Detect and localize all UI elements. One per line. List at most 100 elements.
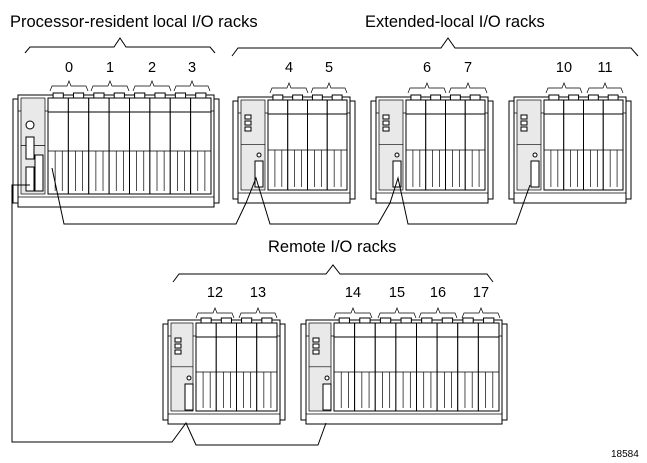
rack-extended-local-6-7 [370, 94, 494, 204]
slot-latch [374, 322, 397, 338]
rack-number-14: 14 [345, 285, 361, 301]
adapter-screw [256, 152, 262, 158]
status-led [382, 120, 390, 126]
processor-port [25, 136, 35, 160]
brace-processor-resident [24, 37, 216, 54]
slot-clip [272, 94, 284, 101]
status-led [244, 126, 252, 132]
slot-clip [52, 92, 64, 99]
slot-clip [587, 94, 599, 101]
slot-latch [108, 97, 130, 113]
slot-latch [190, 97, 212, 113]
slot-clip [400, 317, 412, 324]
io-module [47, 111, 69, 195]
status-led [520, 120, 528, 126]
slot-latch [395, 322, 417, 338]
slot-clip [548, 94, 560, 101]
io-module [267, 113, 289, 191]
status-led [312, 337, 320, 343]
status-led [312, 343, 320, 349]
adapter-connector [322, 383, 332, 411]
slot-clip [607, 94, 619, 101]
slot-latch [169, 97, 192, 113]
slot-latch [267, 99, 289, 115]
slot-latch [445, 99, 466, 115]
slot-latch [67, 97, 90, 113]
status-led [520, 114, 528, 120]
rack-number-16: 16 [430, 285, 446, 301]
rack-number-2: 2 [148, 60, 156, 76]
slot-clip [421, 317, 433, 324]
rack-number-15: 15 [389, 285, 405, 301]
io-module [307, 113, 328, 191]
io-module [425, 113, 446, 191]
rack-extended-local-10-11 [508, 94, 632, 204]
adapter-screw [532, 152, 538, 158]
slot-clip [154, 92, 166, 99]
rack-number-0: 0 [65, 60, 73, 76]
io-module [169, 111, 192, 195]
slot-clip [483, 317, 495, 324]
slot-latch [326, 99, 348, 115]
status-led [244, 114, 252, 120]
slot-clip [379, 317, 392, 324]
slot-latch [436, 322, 459, 338]
io-module [464, 113, 486, 191]
adapter-connector [184, 383, 194, 411]
adapter-connector [392, 160, 402, 188]
cable-extended-local-chain [51, 167, 531, 225]
slot-latch [88, 97, 110, 113]
adapter-screw [394, 152, 400, 158]
rack-flange-left [162, 323, 169, 421]
rack-number-6: 6 [423, 60, 431, 76]
slot-latch [215, 322, 237, 338]
slot-latch [477, 322, 500, 338]
rack-flange-left [300, 323, 307, 421]
status-led [520, 126, 528, 132]
status-led [244, 120, 252, 126]
slot-latch [149, 97, 171, 113]
group-label-extended-local: Extended-local I/O racks [365, 13, 545, 31]
slot-clip [430, 94, 442, 101]
rack-remote-12-13 [162, 317, 286, 425]
rack-number-7: 7 [464, 60, 472, 76]
io-module [543, 113, 565, 191]
slot-latch [47, 97, 69, 113]
status-led [382, 126, 390, 132]
rack-number-11: 11 [597, 60, 612, 76]
slot-clip [410, 94, 422, 101]
adapter-screw [324, 375, 330, 381]
slot-clip [113, 92, 125, 99]
io-module [354, 336, 376, 412]
slot-braces [49, 80, 624, 319]
adapter-connector [530, 160, 540, 188]
slot-latch [563, 99, 584, 115]
io-module [129, 111, 151, 195]
rack-processor-resident [12, 92, 220, 208]
adapter-connector [254, 160, 264, 188]
io-module [445, 113, 466, 191]
rack-number-5: 5 [325, 60, 333, 76]
slot-clip [469, 94, 481, 101]
slot-latch [307, 99, 328, 115]
keyswitch [25, 120, 35, 130]
slot-clip [72, 92, 85, 99]
slot-latch [457, 322, 479, 338]
io-module [405, 113, 427, 191]
rack-extended-local-4-5 [232, 94, 356, 204]
slot-latch [464, 99, 486, 115]
slot-clip [359, 317, 371, 324]
rack-flange-right [213, 98, 220, 204]
rack-number-10: 10 [556, 60, 572, 76]
rack-flange-left [508, 100, 515, 200]
rack-number-4: 4 [285, 60, 293, 76]
brace-remote [172, 264, 494, 283]
slot-clip [195, 92, 207, 99]
io-module [436, 336, 459, 412]
slot-clip [331, 94, 343, 101]
slot-clip [441, 317, 454, 324]
rack-flange-right [487, 100, 494, 200]
slot-clip [449, 94, 461, 101]
io-module [563, 113, 584, 191]
io-module [236, 336, 258, 412]
